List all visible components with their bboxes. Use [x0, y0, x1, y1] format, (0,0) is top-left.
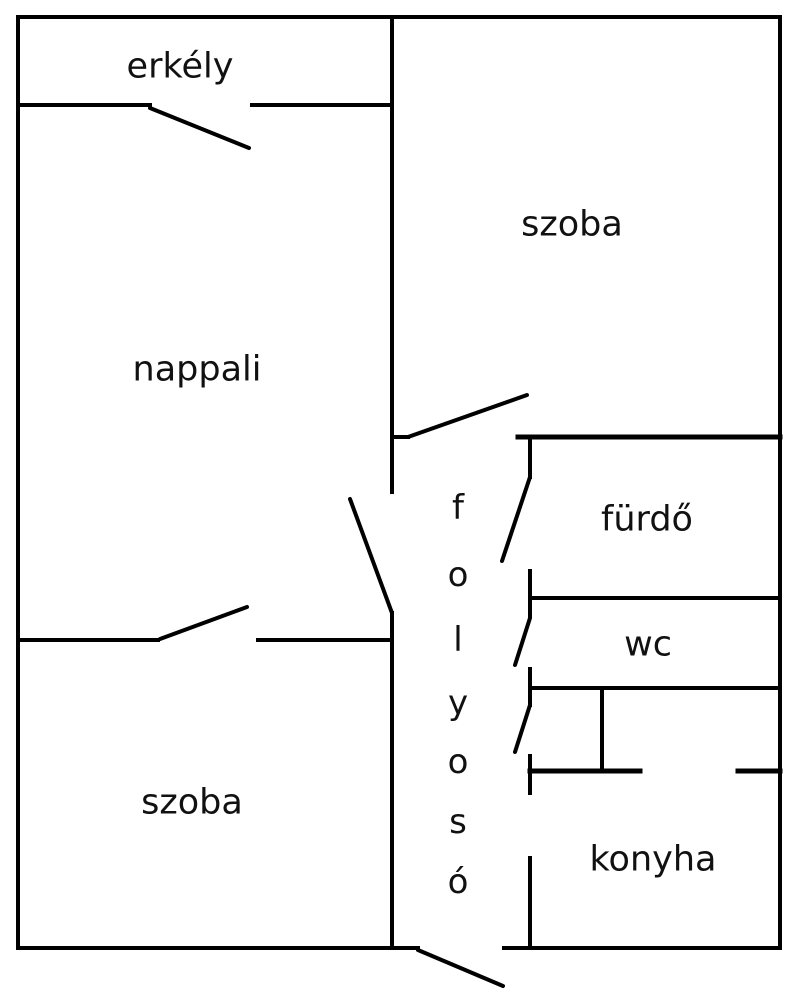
room-label-bedroom-bottom: szoba — [141, 782, 243, 823]
room-label-kitchen: konyha — [589, 839, 717, 880]
interior-walls — [16, 15, 783, 950]
door-bathroom — [500, 475, 532, 563]
door-entrance — [416, 948, 505, 988]
room-label-living-room: nappali — [132, 349, 262, 390]
door-bedroom-top — [406, 393, 529, 439]
hallway-letter: ó — [447, 862, 469, 902]
room-label-bedroom-top: szoba — [521, 204, 623, 245]
hallway-letter: o — [447, 742, 469, 782]
room-label-bathroom: fürdő — [601, 499, 693, 540]
door-balcony — [148, 106, 251, 150]
hallway-letter: o — [447, 555, 469, 595]
door-pantry — [513, 703, 532, 754]
room-label-toilet: wc — [624, 624, 672, 665]
door-living-room — [348, 497, 394, 615]
hallway-letter: f — [452, 488, 464, 528]
door-bedroom-bottom — [158, 605, 249, 641]
hallway-letter: l — [453, 620, 463, 660]
hallway-letter: s — [449, 802, 467, 842]
hallway-letter: y — [447, 683, 469, 723]
doors — [148, 106, 532, 988]
room-label-balcony: erkély — [126, 46, 234, 87]
door-toilet — [513, 616, 532, 667]
outer-walls — [16, 15, 782, 950]
